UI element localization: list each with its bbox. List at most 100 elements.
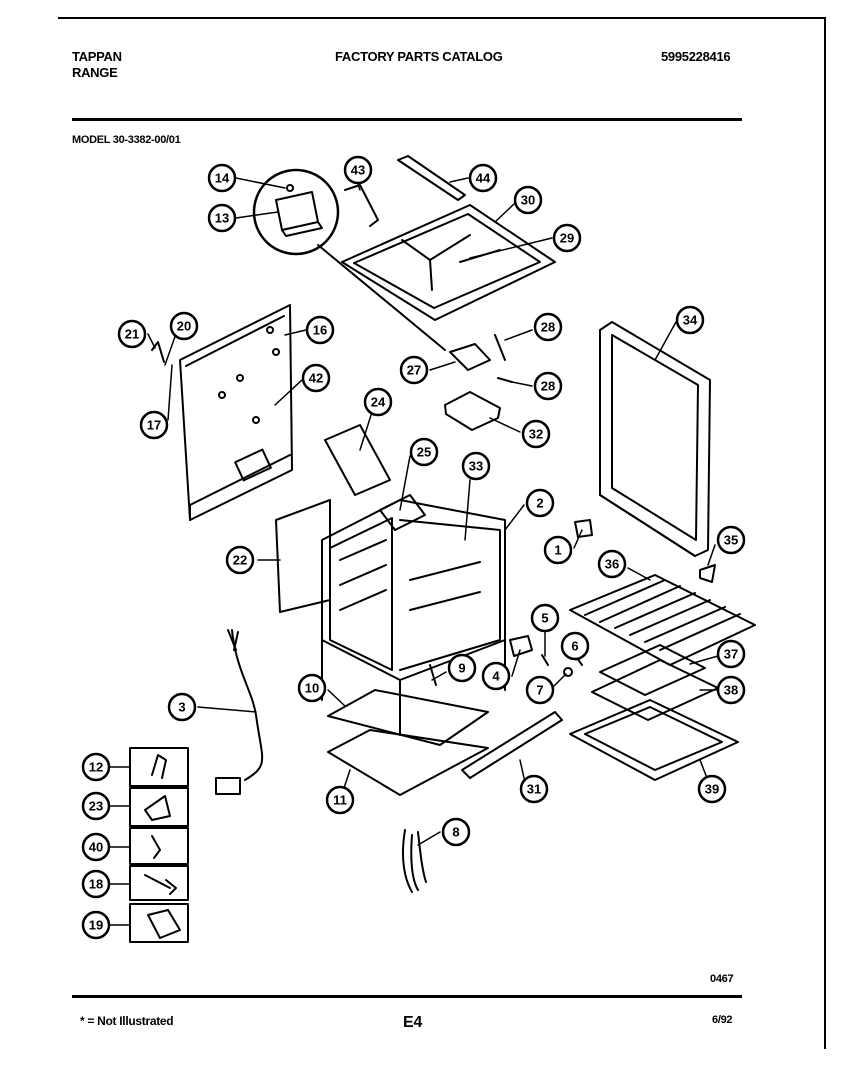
callout-29: 29 [552, 223, 582, 253]
part-7 [563, 667, 573, 677]
callout-circle [81, 910, 111, 940]
callout-circle [225, 545, 255, 575]
callout-label: 7 [536, 683, 543, 698]
callout-30: 30 [513, 185, 543, 215]
part-8 [402, 829, 427, 893]
brand-line-2: RANGE [72, 65, 118, 80]
callout-22: 22 [225, 545, 255, 575]
callout-circle [301, 363, 331, 393]
revision-date: 6/92 [712, 1014, 733, 1026]
callout-14: 14 [207, 163, 237, 193]
callout-circle [597, 549, 627, 579]
callout-label: 9 [458, 661, 465, 676]
callout-label: 27 [407, 363, 421, 378]
back-panel [179, 304, 293, 521]
oven-rack [569, 574, 756, 666]
callout-18: 18 [81, 869, 111, 899]
callout-label: 11 [333, 793, 347, 808]
callout-32: 32 [521, 419, 551, 449]
callout-circle [409, 437, 439, 467]
callout-35: 35 [716, 525, 746, 555]
drawer-frame-39 [569, 699, 739, 781]
callout-43: 43 [343, 155, 373, 185]
callout-label: 4 [492, 669, 500, 684]
callout-label: 43 [351, 163, 365, 178]
callout-label: 23 [89, 799, 103, 814]
bottom-panel-11 [327, 729, 489, 796]
callout-40: 40 [81, 832, 111, 862]
callout-circle [343, 155, 373, 185]
rail-31 [461, 711, 563, 779]
callout-circle [481, 661, 511, 691]
page-number: E4 [403, 1014, 422, 1031]
callout-3: 3 [167, 692, 197, 722]
drawer-frame-39-inner [584, 706, 723, 771]
callout-20: 20 [169, 311, 199, 341]
callout-label: 17 [147, 418, 161, 433]
broiler-pan [599, 644, 706, 696]
callout-label: 38 [724, 683, 738, 698]
callout-label: 2 [536, 496, 543, 511]
callout-37: 37 [716, 639, 746, 669]
bolt-icon [151, 835, 161, 859]
callout-circle [169, 311, 199, 341]
callout-27: 27 [399, 355, 429, 385]
burner-25 [379, 494, 426, 531]
detail-circle-13-14 [252, 168, 446, 351]
callout-circle [533, 371, 563, 401]
part-35 [699, 564, 716, 583]
model-number: MODEL 30-3382-00/01 [72, 134, 181, 146]
callout-12: 12 [81, 752, 111, 782]
callout-label: 30 [521, 193, 535, 208]
side-door-22 [275, 499, 331, 613]
valve-27 [449, 343, 491, 371]
screw-icon [151, 754, 167, 779]
bracket-32 [444, 391, 501, 431]
callout-label: 22 [233, 553, 247, 568]
callout-42: 42 [301, 363, 331, 393]
callout-label: 42 [309, 371, 323, 386]
callout-label: 16 [313, 323, 327, 338]
callout-34: 34 [675, 305, 705, 335]
callout-label: 21 [125, 327, 139, 342]
callout-label: 14 [215, 171, 230, 186]
brand-line-1: TAPPAN [72, 49, 122, 64]
callout-5: 5 [530, 603, 560, 633]
callout-circle [325, 785, 355, 815]
callout-17: 17 [139, 410, 169, 440]
callout-circle [697, 774, 727, 804]
callout-label: 24 [371, 395, 386, 410]
callout-label: 36 [605, 557, 619, 572]
drawing-code: 0467 [710, 973, 734, 985]
callout-21: 21 [117, 319, 147, 349]
part-28b [497, 377, 513, 383]
callout-38: 38 [716, 675, 746, 705]
callout-circle [533, 312, 563, 342]
callout-16: 16 [305, 315, 335, 345]
callout-circle [543, 535, 573, 565]
legend-box-18 [129, 865, 189, 901]
header-rule [72, 118, 742, 121]
leader-lines [109, 177, 719, 926]
callout-circle [468, 163, 498, 193]
legend-box-19 [129, 903, 189, 943]
callout-24: 24 [363, 387, 393, 417]
callout-label: 20 [177, 319, 191, 334]
callout-circle [139, 410, 169, 440]
callout-label: 28 [541, 320, 555, 335]
footer-rule [72, 995, 742, 998]
callout-6: 6 [560, 631, 590, 661]
catalog-number: 5995228416 [661, 49, 731, 64]
callout-circle [513, 185, 543, 215]
callout-label: 8 [452, 825, 459, 840]
callout-circle [552, 223, 582, 253]
callout-44: 44 [468, 163, 498, 193]
callout-31: 31 [519, 774, 549, 804]
callout-label: 29 [560, 231, 574, 246]
range-body [321, 499, 506, 736]
callout-label: 39 [705, 782, 719, 797]
callout-1: 1 [543, 535, 573, 565]
part-9 [429, 664, 437, 686]
callout-7: 7 [525, 675, 555, 705]
callout-circle [521, 419, 551, 449]
